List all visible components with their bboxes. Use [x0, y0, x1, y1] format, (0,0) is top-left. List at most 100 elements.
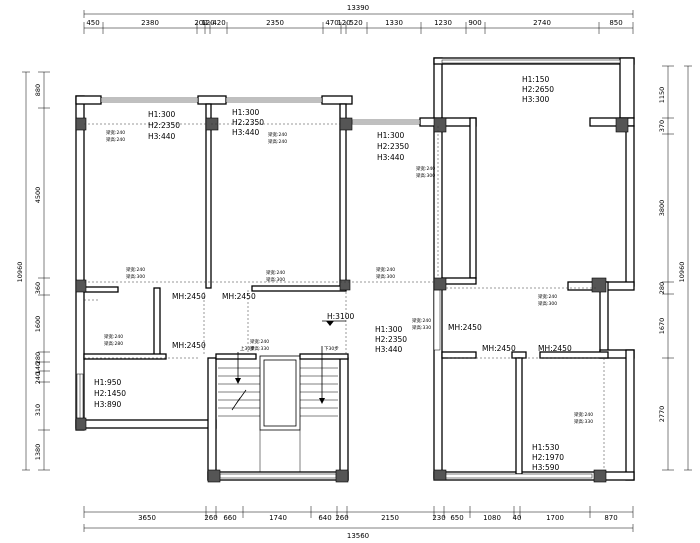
- beam-width-note: 梁宽:240: [104, 333, 123, 340]
- column: [75, 417, 87, 431]
- stair-up-label: 上30步: [240, 345, 255, 352]
- wall-right-inner-v: [469, 117, 477, 279]
- room-center-door: H1:300 H2:2350 H3:440: [375, 325, 407, 354]
- bottom-seg-12: 1700: [546, 514, 564, 522]
- wall-stair-top-r: [299, 353, 349, 360]
- bottom-total-label: 13560: [347, 532, 369, 540]
- windows: [76, 59, 621, 479]
- top-total-label: 13390: [347, 4, 369, 12]
- window-right-left: [433, 289, 441, 351]
- right-segment-dimensions: 1150 370 3800 280 1670 2770: [658, 65, 674, 471]
- door-height-marks: MH:2450 MH:2450 MH:2450 MH:2450 MH:2450 …: [172, 292, 572, 353]
- column: [433, 469, 447, 481]
- left-segment-dimensions: 880 4500 360 1600 280 140 240 310 1380: [34, 71, 50, 471]
- top-seg-8: 120: [337, 19, 350, 27]
- arrow-down-icon: [235, 378, 241, 384]
- column: [339, 117, 353, 131]
- bottom-total-dimension: 13560: [83, 524, 634, 540]
- wall-right-outer: [625, 125, 635, 287]
- column: [593, 469, 607, 483]
- wall-right-inner-h: [441, 277, 477, 285]
- h2-label: H2:2650: [522, 85, 554, 94]
- h1-label: H1:300: [148, 110, 175, 119]
- room-top-left: H1:300 H2:2350 H3:440 梁宽:240 梁高:240: [106, 110, 180, 143]
- wall-h-lower-left: [83, 353, 167, 360]
- left-seg-1: 880: [34, 84, 42, 96]
- h1-label: H1:950: [94, 378, 121, 387]
- top-seg-6: 2350: [266, 19, 284, 27]
- bottom-seg-10: 1080: [483, 514, 501, 522]
- room-bottom-right: H1:530 H2:1970 H3:590: [532, 443, 564, 472]
- h3-label: H3:890: [94, 400, 121, 409]
- top-seg-9: 520: [349, 19, 362, 27]
- left-seg-7: 240: [34, 372, 42, 384]
- top-segment-dimensions: 450 2380 200 120 420 2350 470 120 520 13…: [83, 19, 634, 34]
- right-seg-4: 280: [658, 282, 666, 294]
- stair-down-label: 下30步: [324, 346, 339, 352]
- window-stair-bottom: [219, 473, 337, 479]
- wall-right-top-stub: [619, 57, 635, 119]
- top-total-dimension: 13390: [83, 4, 634, 18]
- column: [433, 117, 447, 133]
- h3-label: H3:590: [532, 463, 559, 472]
- room-top-center: H1:300 H2:2350 H3:440 梁宽:240 梁高:300: [377, 131, 435, 179]
- right-total-label: 10960: [678, 262, 686, 283]
- beam-width-note: 梁宽:240: [416, 165, 435, 172]
- h1-label: H1:300: [232, 108, 259, 117]
- stair-treads: [218, 367, 338, 472]
- h1-label: H1:300: [377, 131, 404, 140]
- beam-width-note: 梁宽:240: [268, 131, 287, 138]
- mh-mark: MH:2450: [172, 292, 206, 301]
- right-total-dimension: 10960: [678, 65, 692, 471]
- top-seg-5: 420: [212, 19, 225, 27]
- left-seg-6: 140: [34, 362, 42, 374]
- mh-mark: MH:2450: [222, 292, 256, 301]
- columns: [75, 117, 629, 483]
- column: [433, 277, 447, 291]
- wall-stair-left: [207, 357, 217, 481]
- bottom-seg-2: 260: [204, 514, 217, 522]
- bottom-seg-3: 660: [223, 514, 236, 522]
- wall-top-mid-stub: [197, 95, 227, 105]
- bottom-seg-13: 870: [604, 514, 617, 522]
- left-seg-3: 360: [34, 282, 42, 294]
- wall-top-left-stub: [75, 95, 102, 105]
- right-seg-1: 1150: [658, 87, 666, 104]
- bottom-seg-1: 3650: [138, 514, 156, 522]
- beam-width-note: 梁宽:240: [126, 266, 145, 273]
- right-seg-2: 370: [658, 120, 666, 132]
- right-seg-5: 1670: [658, 318, 666, 335]
- top-seg-10: 1330: [385, 19, 403, 27]
- wall-divider-1: [205, 103, 212, 289]
- beam-height-note: 梁高:300: [538, 300, 557, 307]
- wall-right-v: [599, 281, 609, 355]
- top-seg-13: 2740: [533, 19, 551, 27]
- h2-label: H2:2350: [377, 142, 409, 151]
- column: [335, 469, 349, 483]
- wall-right-inner-top: [419, 117, 477, 127]
- column: [591, 277, 607, 293]
- h3-label: H3:440: [375, 345, 402, 354]
- beam-width-note: 梁宽:240: [538, 293, 557, 300]
- beam-width-note: 梁宽:240: [266, 269, 285, 276]
- wall-v-small: [153, 287, 161, 359]
- beam-notes: 梁宽:240 梁高:300 梁宽:240 梁高:300 梁宽:240 梁高:30…: [104, 266, 593, 425]
- beam-height-note: 梁高:330: [250, 345, 269, 352]
- stair-well: [259, 355, 301, 431]
- top-seg-14: 850: [609, 19, 622, 27]
- bottom-segment-dimensions: 3650 260 660 1740 640 260 2150 230 650 1…: [83, 506, 634, 522]
- top-seg-2: 2380: [141, 19, 159, 27]
- beam-height-note: 梁高:330: [412, 324, 431, 331]
- room-left-window: H1:950 H2:1450 H3:890: [94, 378, 126, 409]
- beam-width-note: 梁宽:240: [574, 411, 593, 418]
- beam-height-note: 梁高:300: [416, 172, 435, 179]
- mh-mark: MH:2450: [448, 323, 482, 332]
- left-seg-5: 280: [34, 352, 42, 364]
- stair: 上30步 下30步: [218, 345, 339, 472]
- arrow-down-icon: [319, 398, 325, 404]
- h1-label: H1:150: [522, 75, 549, 84]
- h3-label: H3:440: [148, 132, 175, 141]
- left-total-label: 10960: [16, 262, 24, 283]
- level-label: H:3100: [327, 312, 354, 321]
